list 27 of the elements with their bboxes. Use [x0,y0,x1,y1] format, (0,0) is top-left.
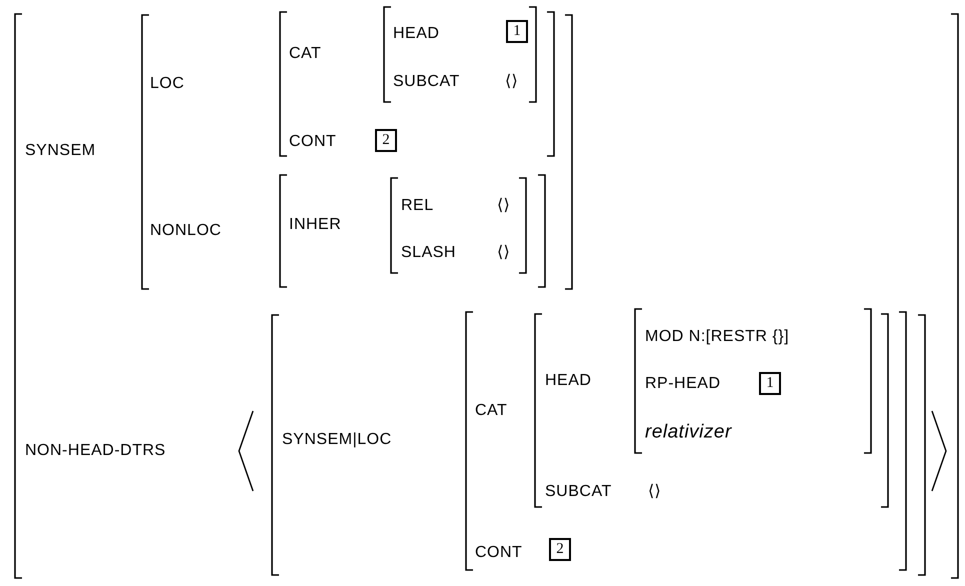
feature-label: REL [401,198,434,214]
feature-label: CAT [475,403,508,419]
feature-label: relativizer [645,422,732,442]
feature-label: ⟨⟩ [505,74,518,90]
feature-label: SYNSEM [25,143,96,159]
feature-label: SUBCAT [393,74,460,90]
tag-box: 1 [759,372,781,395]
feature-label: NON-HEAD-DTRS [25,443,166,459]
tag-box: 2 [375,129,397,152]
feature-label: NONLOC [150,223,222,239]
feature-label: MOD N:[RESTR {}] [645,329,790,345]
feature-label: HEAD [545,373,592,389]
feature-label: CONT [289,134,336,150]
feature-label: SYNSEM|LOC [282,432,392,448]
tag-box: 2 [549,538,571,561]
tag-box: 1 [506,20,528,43]
feature-label: LOC [150,76,184,92]
feature-label: CAT [289,46,322,62]
feature-label: INHER [289,217,342,233]
feature-label: RP-HEAD [645,376,721,392]
feature-label: ⟨⟩ [648,484,661,500]
feature-label: SUBCAT [545,484,612,500]
feature-label: ⟨⟩ [497,198,510,214]
feature-label: ⟨⟩ [497,245,510,261]
feature-label: HEAD [393,26,440,42]
feature-label: SLASH [401,245,456,261]
feature-label: CONT [475,545,522,561]
